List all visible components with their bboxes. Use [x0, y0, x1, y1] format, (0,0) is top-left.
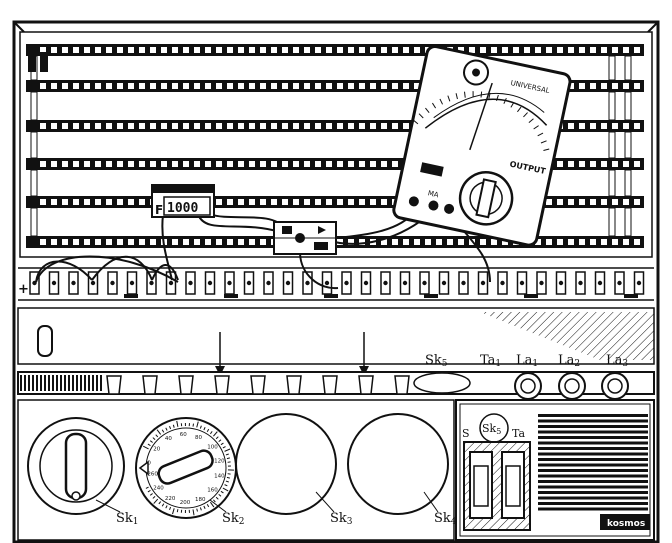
component-module	[273, 221, 337, 255]
label-sk4: Sk4	[434, 511, 457, 527]
sk5-slot	[413, 372, 471, 394]
speaker-sk5-label: Sk5	[482, 422, 501, 436]
socket-sk4	[347, 413, 449, 515]
switch-row	[17, 371, 655, 395]
dial-number: 240	[153, 486, 164, 492]
brand-plate	[600, 514, 650, 530]
multimeter: UNIVERSAL OUTPUT MA	[392, 45, 572, 247]
dial-number: 80	[195, 435, 202, 441]
knob-sk1	[27, 417, 125, 515]
dial-number: 40	[165, 436, 172, 442]
dial-number: 140	[214, 474, 225, 480]
resistor-value: 1000	[167, 201, 198, 216]
dial-number: 20	[153, 446, 160, 452]
dial-number: 180	[195, 497, 206, 503]
terminal-strip: +	[18, 267, 654, 301]
case-outline	[12, 20, 660, 543]
speaker-ta-label: Ta	[512, 427, 525, 440]
label-sk3: Sk3	[330, 511, 353, 527]
middle-tray	[17, 307, 655, 376]
label-la1: La1	[516, 353, 538, 369]
meter-range-mark: MA	[427, 189, 439, 199]
lamp-2	[558, 372, 586, 400]
dial-number: 160	[207, 488, 218, 494]
dial-number: 220	[165, 496, 176, 502]
label-sk5-top: Sk5	[425, 353, 448, 369]
dial-number: 120	[214, 458, 225, 464]
resistor-prefix: F	[155, 203, 163, 217]
brand-name: kosmos	[607, 519, 645, 529]
dial-number: 60	[180, 432, 187, 438]
label-sk2: Sk2	[222, 511, 245, 527]
speaker-s-label: S	[462, 427, 470, 440]
label-sk1: Sk1	[116, 511, 139, 527]
label-ta1: Ta1	[480, 353, 501, 369]
speaker-panel: Sk5 S Ta kosmos	[455, 399, 655, 541]
socket-sk3	[235, 413, 337, 515]
dial-number: 0	[147, 461, 151, 467]
plus-sign: +	[18, 282, 29, 297]
dial-number: 200	[180, 500, 191, 506]
dial-number: 100	[207, 444, 218, 450]
label-la2: La2	[558, 353, 580, 369]
resistor-decade-box: F 1000	[151, 184, 215, 218]
dial-number: 260	[147, 471, 158, 477]
lamp-1	[514, 372, 542, 400]
label-la3: La3	[606, 353, 628, 369]
lamp-3	[601, 372, 629, 400]
speaker-grille	[538, 414, 648, 511]
